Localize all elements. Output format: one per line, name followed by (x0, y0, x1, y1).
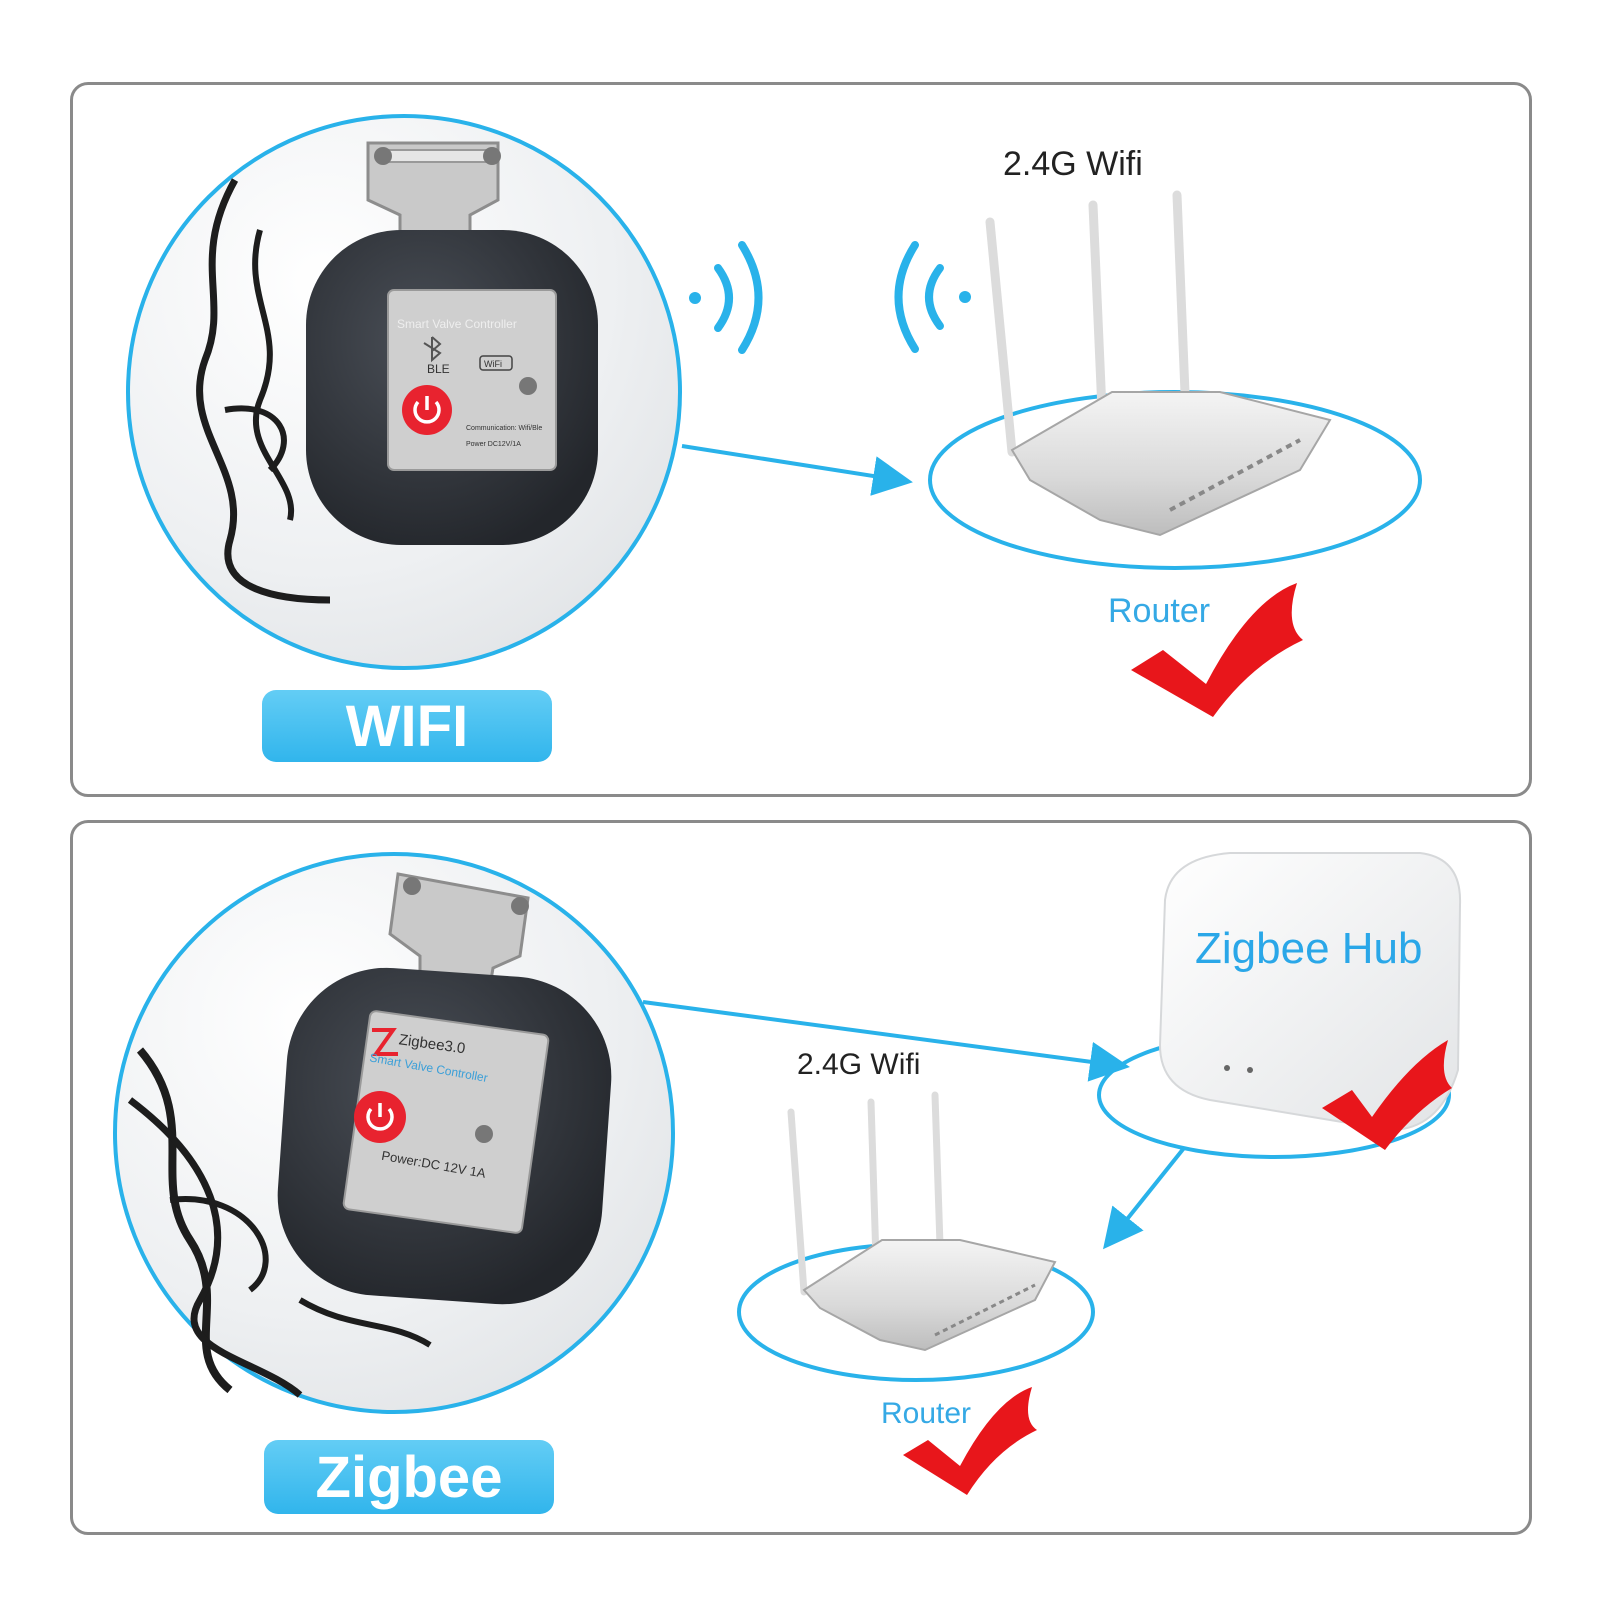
bluetooth-icon (423, 336, 442, 363)
wifi-device-title: Smart Valve Controller (397, 317, 517, 331)
wifi-device-line1: Communication: Wifi/Ble (466, 425, 542, 432)
power-icon (366, 1103, 394, 1131)
zigbee-router-label: Router (881, 1397, 972, 1430)
wifi-device-ble: BLE (427, 362, 450, 376)
router-icon (737, 1091, 1095, 1382)
hub-to-router-arrow (1103, 1146, 1186, 1250)
zigbee-band-label: 2.4G Wifi (797, 1048, 921, 1081)
router-icon (928, 190, 1422, 570)
wifi-band-label: 2.4G Wifi (1003, 145, 1143, 183)
zigbee-hub-label: Zigbee Hub (1195, 924, 1423, 973)
power-icon (413, 396, 441, 424)
zigbee-link-arrow (642, 1000, 1130, 1082)
wifi-mode-badge: WIFI (262, 690, 552, 762)
wifi-signal-icon (689, 241, 971, 354)
wifi-router-label: Router (1108, 592, 1211, 630)
checkmark-icon (903, 1387, 1037, 1495)
wifi-link-arrow (681, 444, 913, 496)
zigbee-mode-badge: Zigbee (264, 1440, 554, 1514)
zigbee-valve-device (127, 872, 612, 1398)
checkmark-icon (1322, 1040, 1452, 1150)
checkmark-icon (1131, 583, 1303, 717)
wifi-valve-device (196, 141, 598, 604)
wifi-device-line2: Power DC12V/1A (466, 441, 521, 448)
wifi-device-logo-text: WiFi (484, 359, 502, 369)
